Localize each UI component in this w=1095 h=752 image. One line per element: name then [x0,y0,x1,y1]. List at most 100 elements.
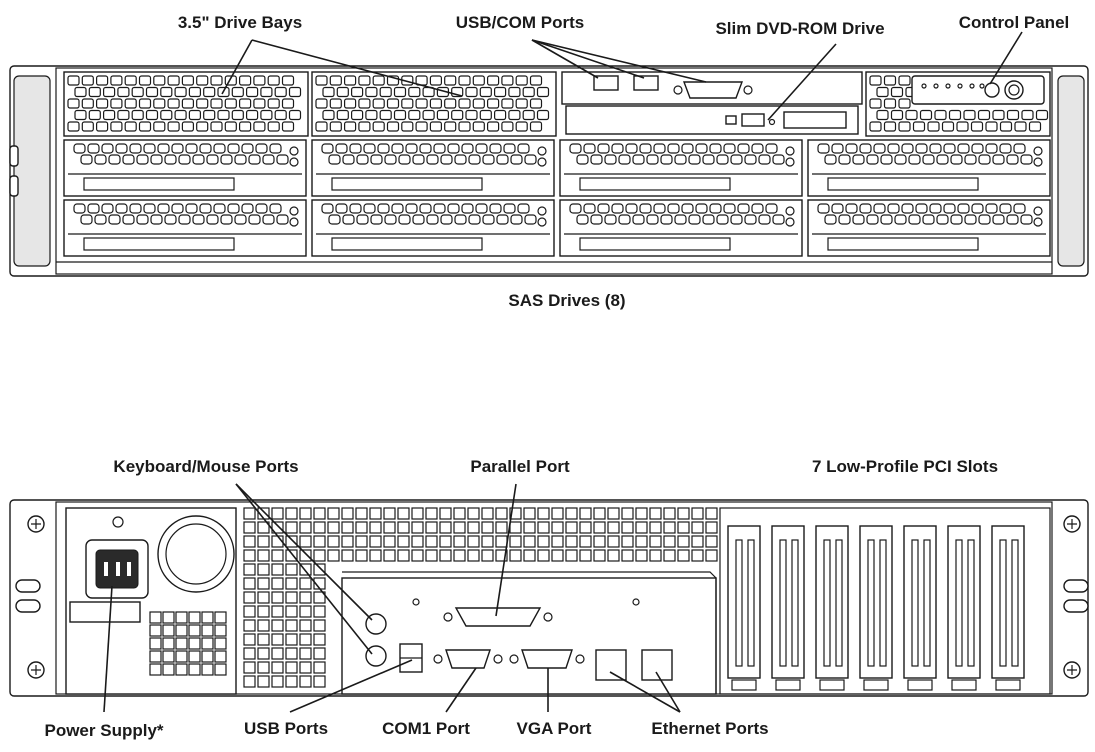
vent-hole [124,75,137,86]
label-power-supply: Power Supply* [44,721,163,740]
vent-hole [869,98,882,109]
vent-hole [458,121,471,132]
vent-hole [536,109,550,121]
vent-hole [131,109,144,121]
vent-hole [67,75,80,86]
vent-hole [138,121,152,132]
vent-hole [239,75,252,86]
vent-hole [444,98,457,109]
vent-hole [508,86,521,98]
vent-hole [451,109,464,121]
vent-hole [336,86,349,98]
com-screw [673,85,683,95]
sas-drive-carriers [63,139,1051,257]
vent-hole [429,98,442,109]
vent-hole [344,75,357,86]
control-panel [911,75,1045,105]
vent-hole [81,98,94,109]
vent-hole [992,109,1005,121]
vent-hole [74,109,87,121]
vga-port [521,649,573,669]
dvd-eject-button [741,113,765,127]
vent-hole [401,98,414,109]
vent-hole [919,109,933,121]
ethernet-port-2 [641,649,673,681]
reset-button [984,82,1000,98]
vent-hole [196,121,209,132]
vent-hole [408,86,421,98]
vent-hole [253,121,266,132]
vent-hole [1035,109,1049,121]
sas-drive-carrier [311,199,555,257]
vent-hole [1021,109,1034,121]
label-usb-ports: USB Ports [244,719,328,738]
vent-hole [344,121,357,132]
vent-hole [379,109,392,121]
vent-hole [224,75,237,86]
com-screw [743,85,753,95]
vent-hole [876,109,889,121]
vent-hole [88,86,101,98]
vent-hole [451,86,464,98]
vent-hole [160,86,173,98]
vent-hole [358,75,371,86]
left-handle-knob [9,175,19,197]
com1-port [445,649,491,669]
front-com-port [682,81,744,99]
front-view: 3.5" Drive Bays USB/COM Ports Slim DVD-R… [9,13,1089,310]
vent-hole [81,75,94,86]
vent-hole [522,109,535,121]
vent-hole [210,98,223,109]
vent-hole [153,121,166,132]
parallel-port [454,607,542,627]
vent-hole [487,98,500,109]
vent-hole [274,109,287,121]
vent-hole [181,121,194,132]
vent-hole [67,98,80,109]
carrier-handle [83,237,235,251]
rear-leader-lines [103,483,681,713]
rack-screws [15,515,1089,679]
vent-hole [501,121,514,132]
ac-pin [104,562,108,576]
psu-latch [69,601,141,623]
vent-hole [329,121,342,132]
vent-hole [883,75,897,86]
vent-hole [436,109,449,121]
power-icon [1008,84,1020,96]
vent-hole [131,86,144,98]
sas-drive-carrier [559,139,803,197]
front-usb-port [593,75,619,91]
vent-hole [970,121,984,132]
vent-hole [267,121,280,132]
vent-hole [267,75,280,86]
vent-hole [67,121,80,132]
vent-hole [174,86,187,98]
vent-hole [239,98,252,109]
pci-slot-cover [771,525,805,691]
pci-slot-cover [815,525,849,691]
sas-drive-carrier [807,139,1051,197]
vent-hole [260,86,273,98]
vent-hole [365,86,378,98]
vent-hole [288,109,302,121]
vent-hole [110,121,123,132]
vent-hole [415,121,428,132]
carrier-handle [827,237,979,251]
pci-slot-cover [947,525,981,691]
vent-hole [167,121,180,132]
vent-hole [160,109,173,121]
vent-hole [487,75,500,86]
vent-hole [95,121,109,132]
right-rack-ear [1057,75,1085,267]
vent-hole [927,121,940,132]
vent-hole [181,98,194,109]
vent-hole [977,109,991,121]
vent-hole [372,98,385,109]
power-button [1004,80,1024,100]
carrier-handle [331,177,483,191]
front-leader-lines [221,31,1023,121]
vent-hole [153,75,166,86]
vent-hole [515,75,528,86]
vent-hole [267,98,280,109]
